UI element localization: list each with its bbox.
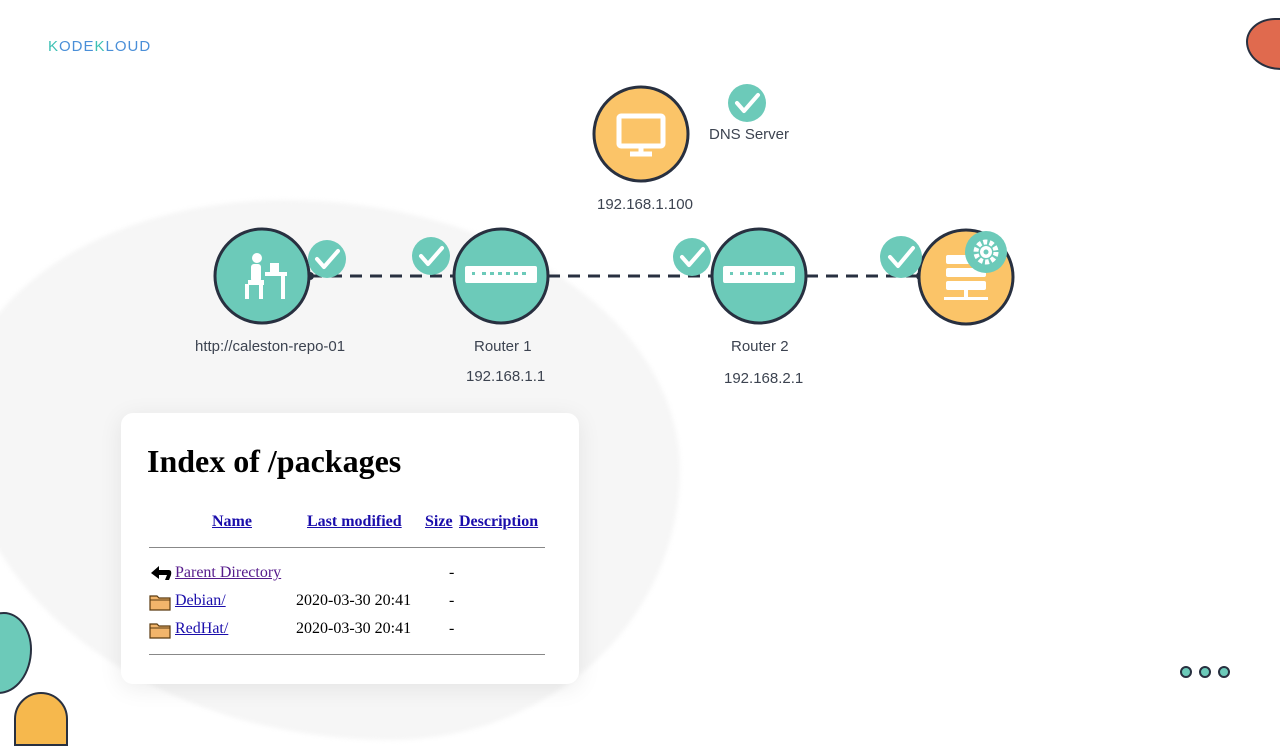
decor-shape-bottom-left-teal: [0, 612, 32, 694]
dns-server-label: DNS Server: [709, 126, 790, 143]
folder-link-redhat[interactable]: RedHat/: [175, 620, 229, 637]
parent-directory-link[interactable]: Parent Directory: [175, 564, 282, 581]
check-icon: [728, 84, 766, 122]
more-options-dots[interactable]: [1180, 666, 1230, 678]
check-icon: [308, 240, 346, 278]
row-size: -: [449, 592, 455, 609]
column-header-last-modified[interactable]: Last modified: [307, 513, 402, 530]
person-at-desk-icon: [245, 253, 287, 299]
header-divider: [149, 547, 545, 548]
decor-shape-bottom-left-orange: [14, 692, 68, 746]
page-title: Index of /packages: [147, 443, 402, 479]
router2-ip: 192.168.2.1: [724, 370, 804, 387]
dns-server-ip: 192.168.1.100: [597, 196, 693, 213]
network-diagram: [213, 84, 1015, 326]
folder-icon: [149, 623, 171, 639]
check-icon: [673, 238, 711, 276]
directory-listing-card: Index of /packages Name Last modified Si…: [121, 413, 579, 684]
back-arrow-icon: [151, 566, 172, 580]
dot-icon: [1180, 666, 1192, 678]
kodekloud-logo: KODEKLOUD: [48, 38, 152, 55]
router2-label: Router 2: [731, 338, 789, 355]
router2-node: [710, 227, 808, 325]
client-node: [213, 227, 311, 325]
row-size: -: [449, 564, 455, 581]
column-header-name[interactable]: Name: [212, 513, 252, 530]
dns-server-node: [592, 85, 690, 183]
column-header-description[interactable]: Description: [459, 513, 539, 530]
check-icon: [880, 236, 922, 278]
folder-link-debian[interactable]: Debian/: [175, 592, 226, 609]
row-size: -: [449, 620, 455, 637]
dot-icon: [1218, 666, 1230, 678]
gear-icon: [965, 231, 1007, 273]
check-icon: [412, 237, 450, 275]
column-header-size[interactable]: Size: [425, 513, 453, 530]
router1-label: Router 1: [474, 338, 532, 355]
folder-icon: [149, 595, 171, 611]
router1-node: [452, 227, 550, 325]
router1-ip: 192.168.1.1: [466, 368, 546, 385]
footer-divider: [149, 654, 545, 655]
monitor-icon: [616, 113, 666, 157]
row-last-modified: 2020-03-30 20:41: [296, 620, 412, 637]
server-node: [917, 228, 1015, 326]
router-icon: [465, 266, 537, 283]
router-icon: [723, 266, 795, 283]
row-last-modified: 2020-03-30 20:41: [296, 592, 412, 609]
dot-icon: [1199, 666, 1211, 678]
client-label: http://caleston-repo-01: [195, 338, 346, 355]
